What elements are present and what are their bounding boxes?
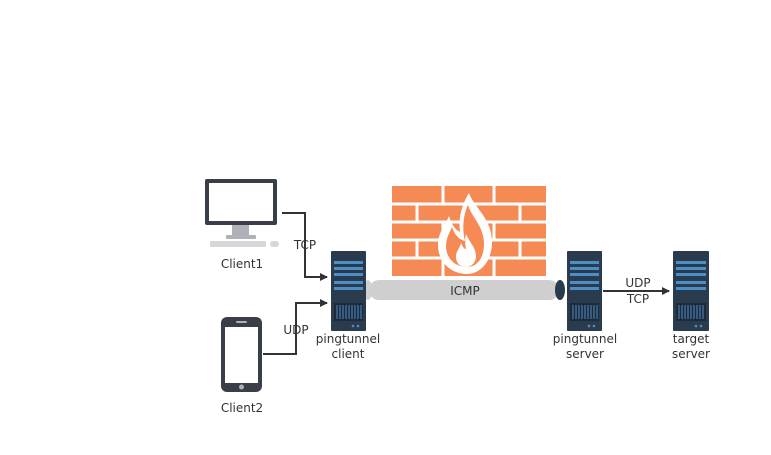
- pingtunnel-client-label-line1: pingtunnel: [315, 332, 381, 346]
- server-rack-icon: [673, 251, 709, 331]
- client1-label: Client1: [220, 257, 264, 271]
- udp-edge-label: UDP: [283, 323, 309, 337]
- udp-connector: [263, 299, 328, 355]
- pingtunnel-server-label-line2: server: [566, 347, 604, 361]
- tcp-connector: [282, 212, 328, 281]
- target-server-label-line1: target: [672, 332, 710, 346]
- target-server-label-line2: server: [672, 347, 710, 361]
- smartphone-icon: [221, 317, 262, 392]
- client2-label: Client2: [220, 401, 264, 415]
- server-rack-icon: [567, 251, 602, 331]
- pingtunnel-client-label-line2: client: [331, 347, 365, 361]
- pingtunnel-server-label-line1: pingtunnel: [552, 332, 618, 346]
- icmp-edge-label: ICMP: [450, 284, 480, 298]
- firewall-icon: [392, 186, 546, 276]
- server-rack-icon: [331, 251, 366, 331]
- tcp-edge-label: TCP: [293, 238, 317, 252]
- target-edge-label-line2: TCP: [626, 292, 650, 306]
- target-edge-label-line1: UDP: [625, 276, 651, 290]
- desktop-monitor-icon: [205, 179, 279, 247]
